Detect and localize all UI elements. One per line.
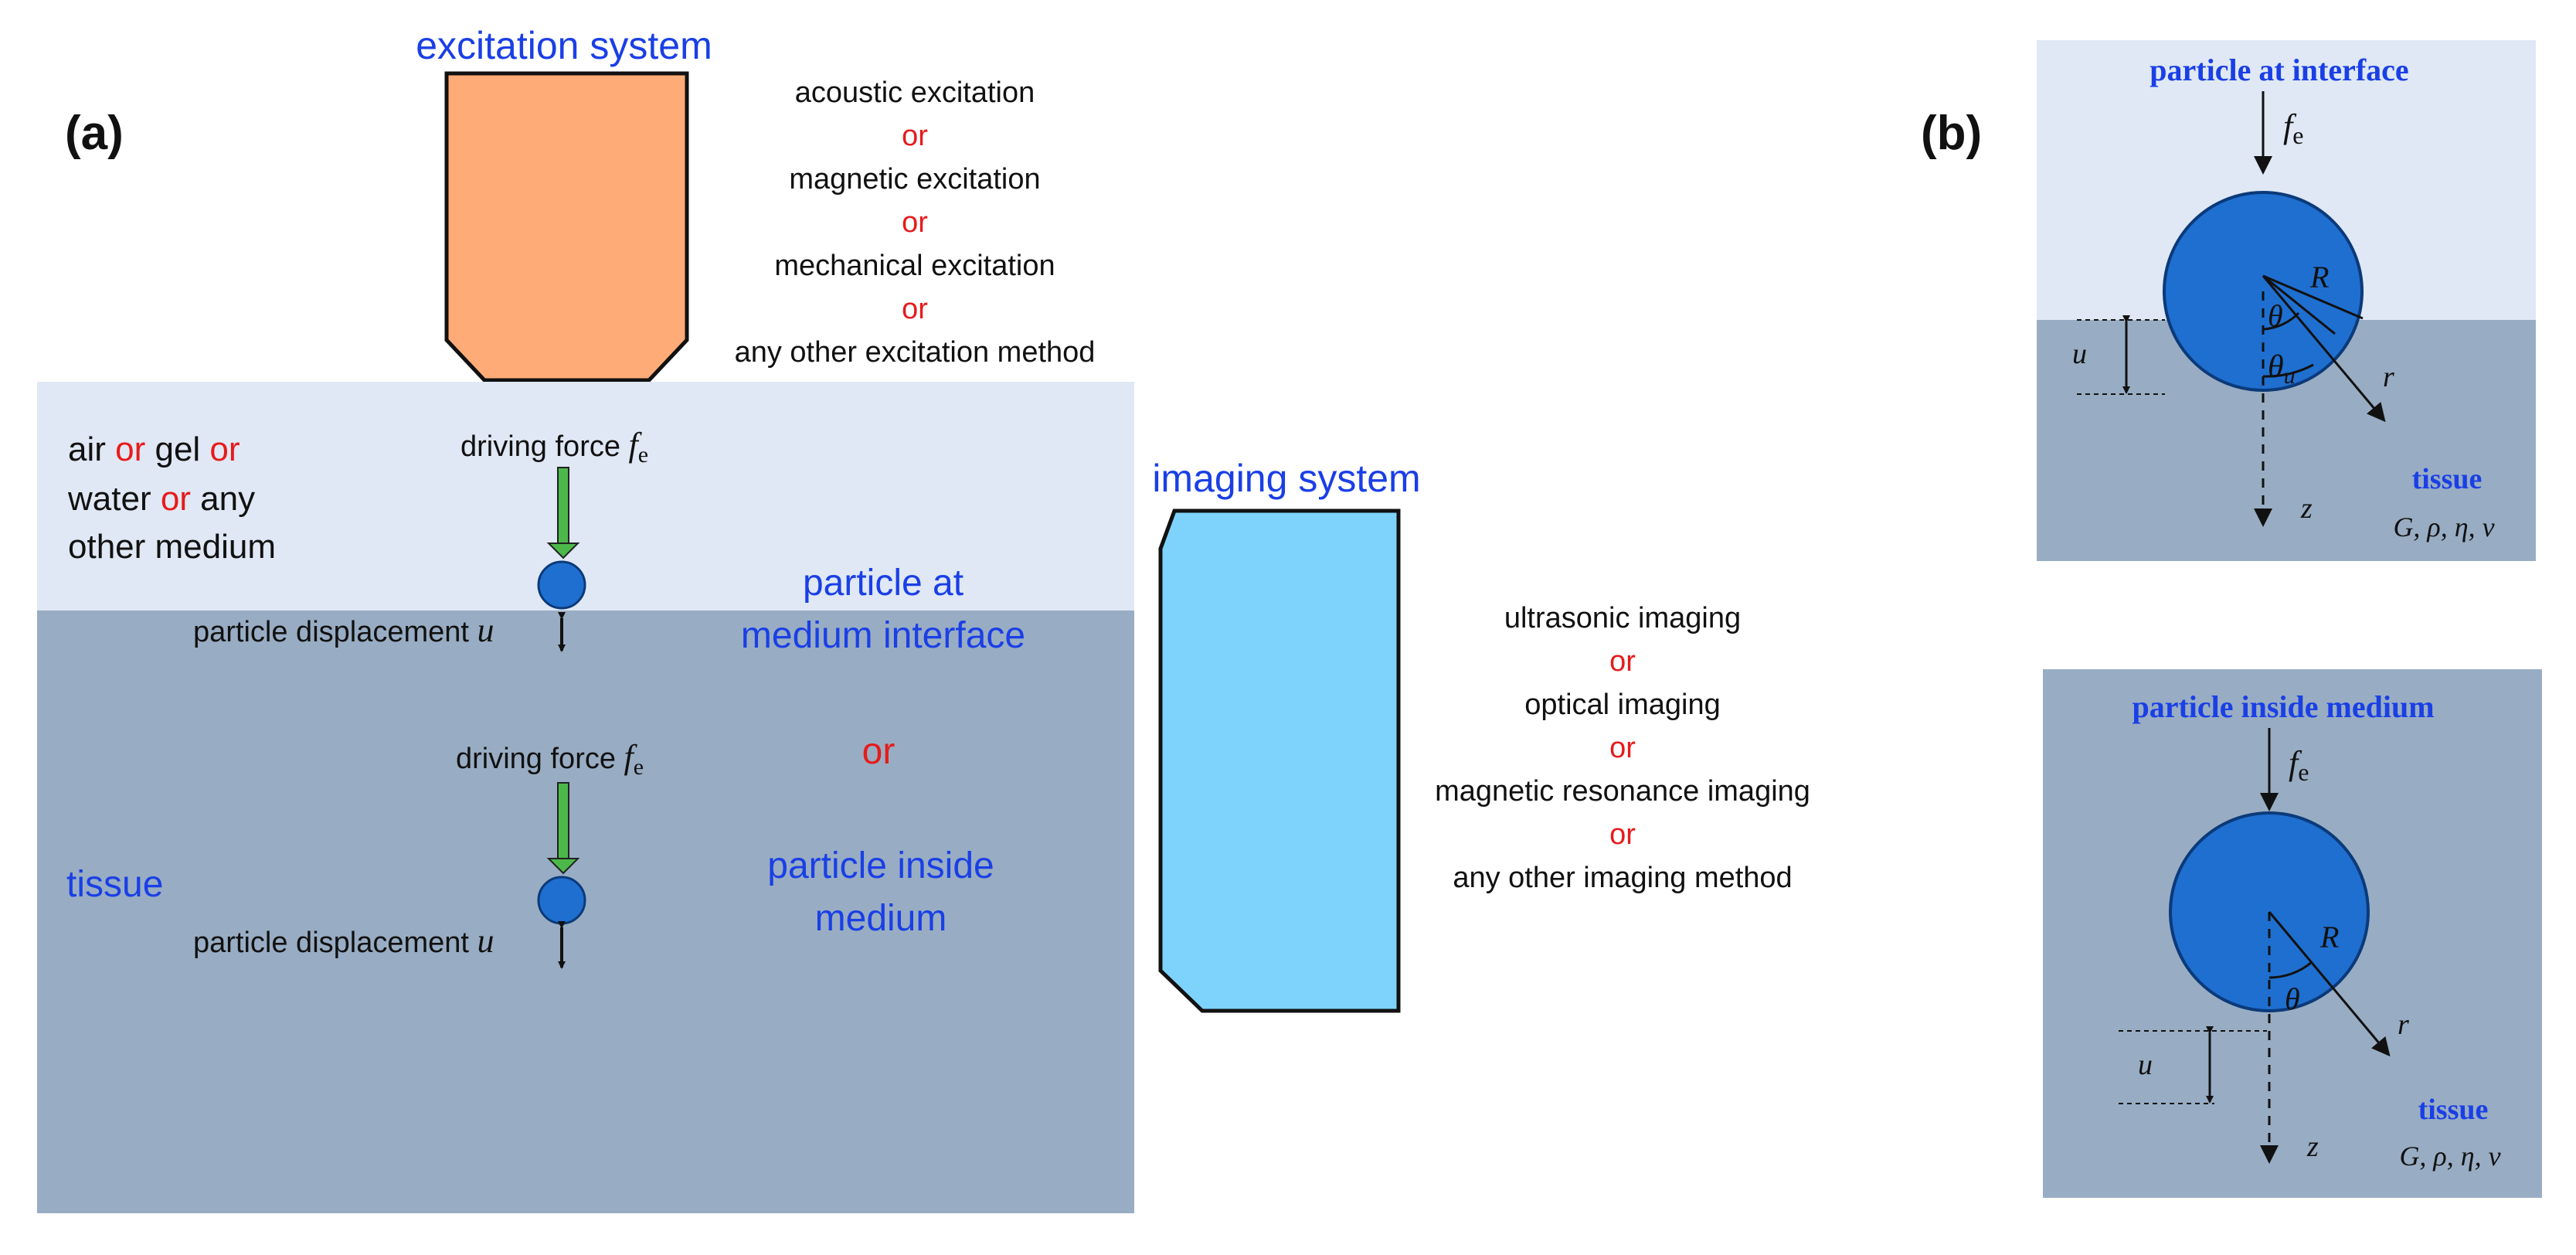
interface-label-line-1: particle at (803, 563, 963, 604)
medium-line-1: air or gel or (68, 430, 240, 468)
excitation-method-3: mechanical excitation (774, 250, 1055, 282)
imaging-or-3: or (1609, 818, 1636, 851)
interface-r-axis (2262, 275, 2386, 423)
driving-force-arrow-bottom (546, 782, 580, 875)
tissue-label: tissue (66, 864, 163, 905)
imaging-transducer (1158, 508, 1401, 1013)
interface-theta-u-arc (2262, 363, 2314, 378)
interface-label-line-2: medium interface (741, 615, 1025, 656)
medium-line-3: other medium (68, 528, 276, 566)
inside-model-title: particle inside medium (2132, 689, 2434, 724)
interface-R-label: R (2309, 260, 2329, 294)
excitation-methods-list: acoustic excitation or magnetic excitati… (735, 77, 1096, 369)
inside-u-label: u (2138, 1049, 2153, 1081)
imaging-system-title: imaging system (1152, 457, 1420, 500)
tissue-region (37, 610, 1134, 1213)
inside-r-label: r (2398, 1008, 2409, 1041)
excitation-method-4: any other excitation method (735, 336, 1096, 369)
excitation-or-1: or (902, 120, 928, 152)
interface-u-label: u (2072, 338, 2087, 370)
interface-tissue-params: G, ρ, η, ν (2393, 512, 2494, 542)
excitation-transducer (444, 71, 689, 383)
imaging-or-2: or (1609, 732, 1636, 764)
interface-tissue-label: tissue (2412, 463, 2483, 495)
imaging-method-4: any other imaging method (1453, 862, 1792, 894)
excitation-or-3: or (902, 293, 928, 325)
interface-r-label: r (2383, 361, 2394, 393)
imaging-method-1: ultrasonic imaging (1504, 602, 1741, 634)
particle-inside-medium (537, 876, 586, 925)
interface-theta-label: θ (2268, 298, 2283, 333)
panel-a-label: (a) (65, 107, 124, 160)
inside-R-label: R (2319, 920, 2339, 954)
excitation-system-title: excitation system (416, 24, 712, 67)
inside-tissue-label: tissue (2418, 1093, 2489, 1126)
excitation-method-2: magnetic excitation (789, 163, 1040, 196)
upper-medium-region (37, 382, 1134, 610)
inside-tissue-params: G, ρ, η, ν (2399, 1141, 2500, 1172)
excitation-method-1: acoustic excitation (795, 77, 1035, 109)
particle-at-interface (537, 560, 586, 610)
inside-label-line-2: medium (815, 898, 947, 939)
inside-model: particle inside medium fe R θ r u z tiss… (2043, 669, 2542, 1198)
imaging-method-2: optical imaging (1524, 689, 1720, 721)
inside-label-line-1: particle inside (767, 845, 994, 886)
driving-force-arrow-top (546, 467, 580, 559)
interface-contact-line (2262, 274, 2336, 335)
inside-theta-label: θ (2285, 981, 2300, 1016)
interface-theta-arc (2262, 311, 2300, 331)
driving-force-label-bottom: driving force fe (456, 738, 644, 780)
interface-model-title: particle at interface (2149, 53, 2408, 87)
imaging-method-3: magnetic resonance imaging (1435, 775, 1810, 808)
interface-z-label: z (2300, 492, 2313, 525)
displacement-label-top: particle displacement u (193, 611, 494, 649)
interface-model: particle at interface fe R θ θu r u z ti… (2037, 40, 2536, 561)
inside-r-axis (2268, 911, 2391, 1057)
panel-b-label: (b) (1921, 107, 1982, 160)
excitation-or-2: or (902, 206, 928, 239)
driving-force-label-top: driving force fe (460, 426, 648, 468)
imaging-methods-list: ultrasonic imaging or optical imaging or… (1435, 602, 1810, 894)
or-middle: or (862, 731, 895, 772)
displacement-label-bottom: particle displacement u (193, 922, 494, 960)
inside-z-label: z (2306, 1131, 2319, 1163)
interface-theta-u-label: θu (2268, 349, 2296, 389)
medium-line-2: water or any (67, 480, 255, 518)
interface-radius-line (2262, 274, 2364, 320)
imaging-or-1: or (1609, 645, 1636, 678)
inside-theta-arc (2268, 961, 2313, 979)
